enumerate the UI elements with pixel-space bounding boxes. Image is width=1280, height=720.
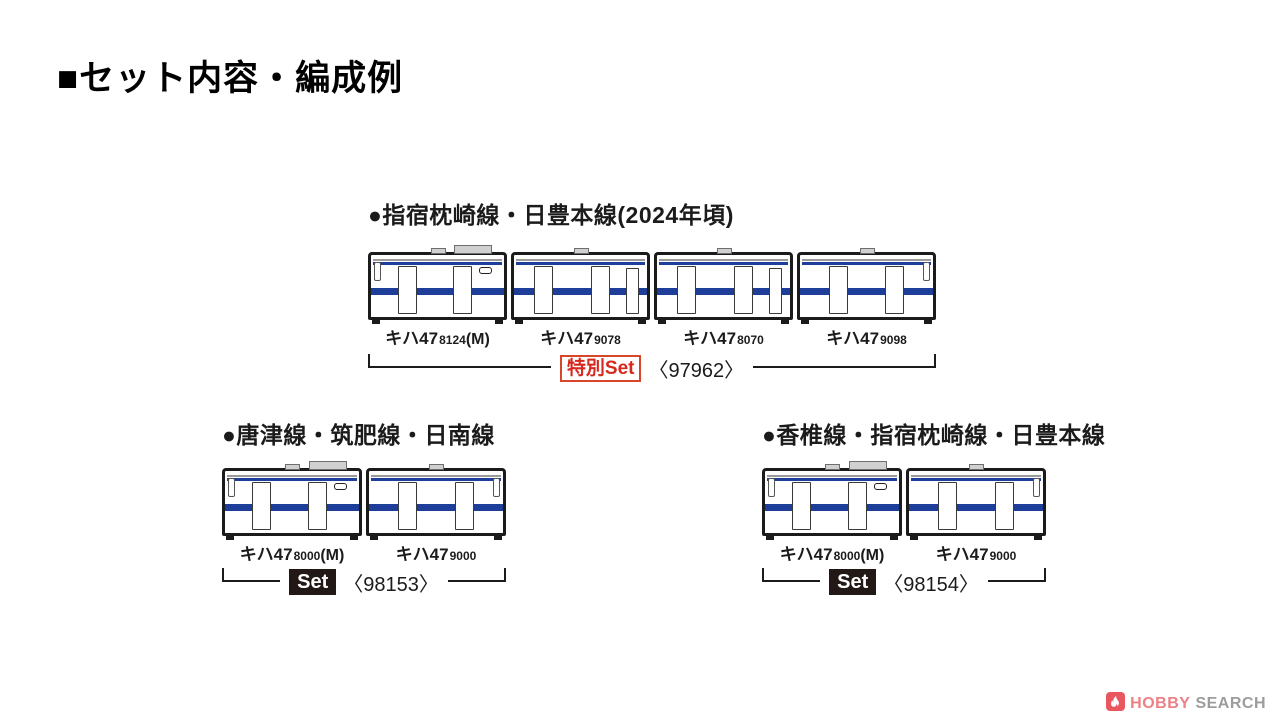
bracket-line-left	[762, 568, 821, 582]
motor-marker	[874, 483, 887, 490]
formation-heading: ●唐津線・筑肥線・日南線	[222, 422, 495, 448]
set-number: 〈97962〉	[648, 359, 745, 382]
roof-vent	[429, 464, 445, 470]
bogie	[350, 533, 358, 540]
roof-ac-unit	[309, 461, 347, 470]
bogie	[1034, 533, 1042, 540]
train-car	[654, 248, 793, 324]
roof-ac-unit	[849, 461, 887, 470]
set-number: 〈98154〉	[883, 573, 979, 596]
bogie	[515, 317, 523, 324]
cab-end	[923, 262, 930, 281]
train-car	[511, 248, 650, 324]
set-label: Set	[289, 569, 337, 595]
hobby-search-logo: HOBBY SEARCH	[1106, 692, 1266, 716]
train-cars-row	[762, 461, 1046, 540]
bogie	[658, 317, 666, 324]
train-car	[797, 248, 936, 324]
roof-vent	[969, 464, 985, 470]
roof-vent	[859, 248, 875, 254]
train-car	[368, 245, 507, 324]
flame-icon	[1106, 692, 1126, 716]
bracket-line-left	[368, 354, 551, 368]
bracket-line-right	[753, 354, 937, 368]
bogie	[495, 317, 503, 324]
train-cars-row	[368, 245, 936, 324]
bogie	[890, 533, 898, 540]
cab-end	[768, 478, 775, 497]
roof-vent	[573, 248, 589, 254]
set-label-group: 特別Set 〈97962〉	[551, 354, 753, 382]
train-car	[906, 464, 1046, 540]
bracket-line-right	[987, 568, 1046, 582]
page-title: ■セット内容・編成例	[57, 59, 404, 98]
set-bracket: 特別Set 〈97962〉	[368, 354, 937, 382]
logo-text-search: SEARCH	[1195, 695, 1266, 712]
motor-marker	[334, 483, 347, 490]
roof-vent	[285, 464, 301, 470]
bracket-line-left	[222, 568, 281, 582]
set-label-group: Set 〈98153〉	[280, 568, 448, 596]
bogie	[372, 317, 380, 324]
cab-end	[228, 478, 235, 497]
cab-end	[493, 478, 500, 497]
set-label: Set	[829, 569, 877, 595]
cab-end	[1033, 478, 1040, 497]
roof-vent	[430, 248, 446, 254]
bracket-line-right	[447, 568, 506, 582]
set-label-group: Set 〈98154〉	[820, 568, 988, 596]
set-label: 特別Set	[559, 354, 642, 382]
roof-ac-unit	[454, 245, 492, 254]
bogie	[924, 317, 932, 324]
train-cars-row	[222, 461, 506, 540]
bogie	[781, 317, 789, 324]
set-bracket: Set 〈98154〉	[762, 568, 1046, 596]
cab-end	[374, 262, 381, 281]
formation-heading: ●香椎線・指宿枕崎線・日豊本線	[762, 422, 1106, 448]
roof-vent	[716, 248, 732, 254]
train-car	[366, 464, 506, 540]
train-car	[762, 461, 902, 540]
bogie	[370, 533, 378, 540]
bogie	[226, 533, 234, 540]
bogie	[494, 533, 502, 540]
train-car	[222, 461, 362, 540]
bogie	[766, 533, 774, 540]
set-number: 〈98153〉	[343, 573, 439, 596]
logo-text-hobby: HOBBY	[1130, 695, 1191, 712]
bogie	[910, 533, 918, 540]
bogie	[801, 317, 809, 324]
bogie	[638, 317, 646, 324]
roof-vent	[825, 464, 841, 470]
motor-marker	[479, 267, 492, 274]
set-bracket: Set 〈98153〉	[222, 568, 506, 596]
formation-heading: ●指宿枕崎線・日豊本線(2024年頃)	[368, 202, 734, 228]
